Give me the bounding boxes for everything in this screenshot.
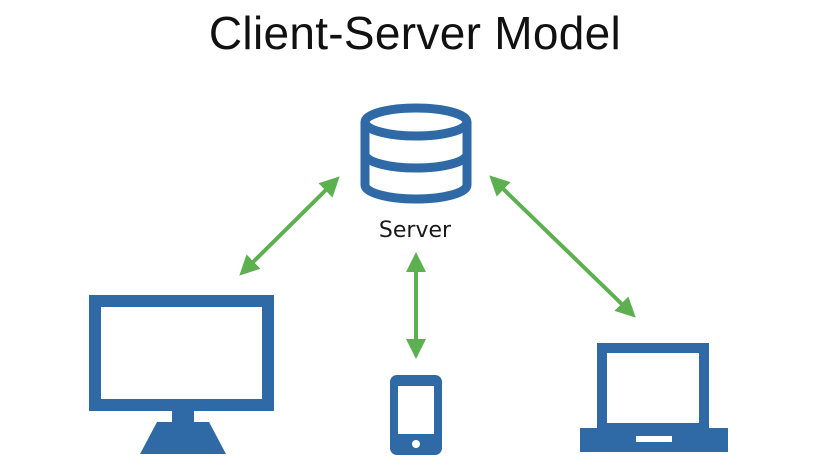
- server-label: Server: [378, 218, 452, 243]
- arrow-server-desktop: [239, 176, 340, 276]
- arrow-server-laptop: [489, 175, 636, 318]
- monitor-icon: [89, 295, 274, 454]
- smartphone-icon: [390, 375, 442, 455]
- diagram-title: Client-Server Model: [208, 7, 622, 59]
- laptop-icon: [580, 343, 728, 452]
- database-icon: [360, 103, 472, 204]
